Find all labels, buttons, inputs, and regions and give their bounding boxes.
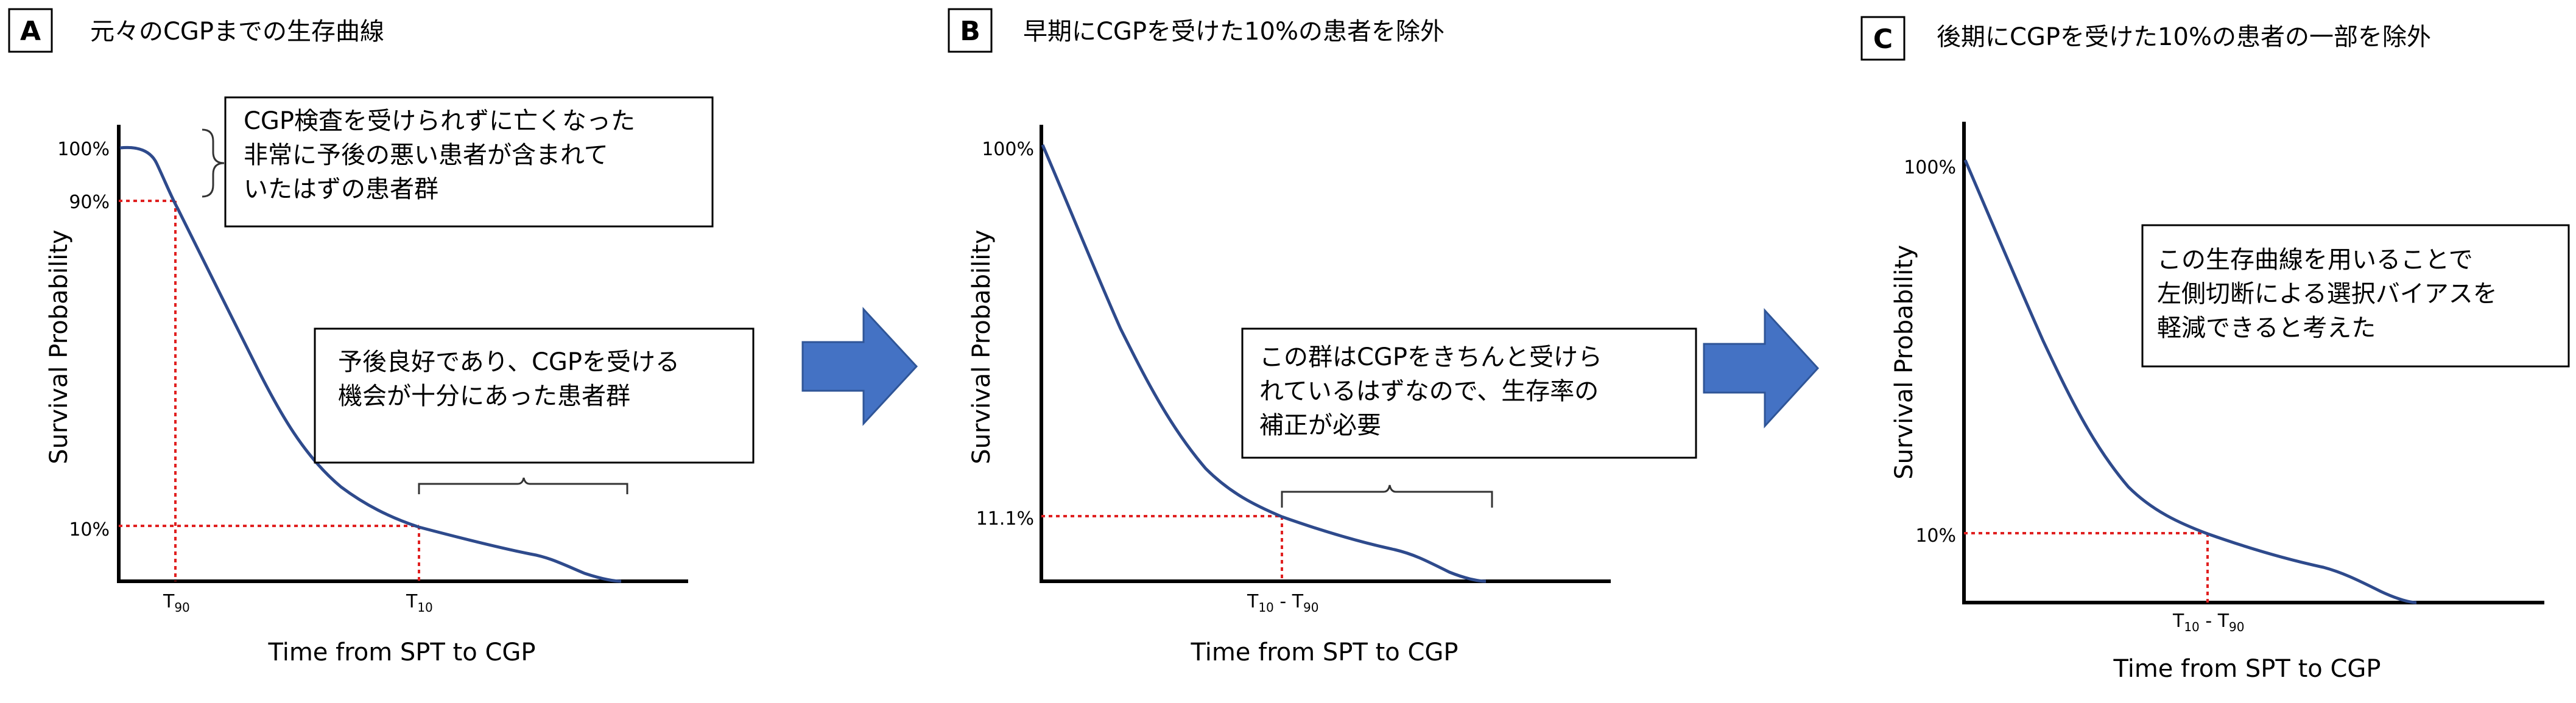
panel-b-callout-line-3: 補正が必要 bbox=[1259, 411, 1381, 439]
panel-b: B 早期にCGPを受けた10%の患者を除外 100% 11.1% T10 - T… bbox=[948, 8, 1697, 666]
panel-b-survival-curve bbox=[1041, 144, 1487, 583]
panel-a-letter: A bbox=[20, 16, 41, 47]
panel-a-callout-1 bbox=[224, 96, 714, 228]
panel-b-x-tick: T10 - T90 bbox=[1247, 591, 1318, 615]
panel-c-title: 後期にCGPを受けた10%の患者の一部を除外 bbox=[1937, 23, 2431, 51]
panel-a-callout-1-line-1: CGP検査を受けられずに亡くなった bbox=[244, 107, 635, 135]
panel-c-y-tick-100: 100% bbox=[1904, 157, 1956, 178]
panel-b-brace bbox=[1281, 484, 1493, 508]
panel-c-letter: C bbox=[1873, 24, 1893, 55]
panel-b-callout-line-1: この群はCGPをきちんと受けら bbox=[1259, 343, 1602, 371]
panel-c-callout-line-2: 左側切断による選択バイアスを bbox=[2157, 280, 2497, 308]
panel-c-callout-line-3: 軽減できると考えた bbox=[2157, 314, 2376, 342]
panel-a-callout-1-line-2: 非常に予後の悪い患者が含まれて bbox=[244, 141, 608, 169]
panel-c-survival-curve bbox=[1963, 159, 2417, 604]
panel-b-callout bbox=[1241, 327, 1697, 459]
panel-b-letter-box bbox=[948, 8, 993, 53]
panel-a-x-tick-t10: T10 bbox=[406, 591, 433, 615]
panel-a-callout-1-line-3: いたはずの患者群 bbox=[244, 175, 438, 203]
panel-c-callout bbox=[2141, 224, 2570, 368]
panel-a-callout-2-line-2: 機会が十分にあった患者群 bbox=[338, 382, 630, 410]
panel-a-x-tick-t90: T90 bbox=[163, 591, 190, 615]
panel-a-letter-box bbox=[8, 8, 53, 53]
panel-a-callout-2 bbox=[314, 327, 755, 464]
panel-b-x-axis-label: Time from SPT to CGP bbox=[1191, 638, 1459, 666]
panel-b-y-tick-100: 100% bbox=[982, 139, 1034, 160]
panel-c-y-tick-10: 10% bbox=[1915, 525, 1956, 547]
panel-arrow-1 bbox=[801, 307, 918, 426]
panel-a: A 元々のCGPまでの生存曲線 100% 90% 10% T90 T10 Sur… bbox=[8, 8, 755, 666]
panel-c-x-axis-label: Time from SPT to CGP bbox=[2113, 655, 2381, 683]
panel-c-callout-line-1: この生存曲線を用いることで bbox=[2157, 246, 2473, 274]
panel-c-y-axis-label: Survival Probability bbox=[1890, 245, 1918, 479]
panel-b-callout-line-2: れているはずなので、生存率の bbox=[1259, 377, 1599, 405]
panel-a-y-tick-100: 100% bbox=[57, 139, 110, 160]
panel-a-brace-top bbox=[202, 128, 225, 198]
panel-b-y-tick-11: 11.1% bbox=[976, 508, 1034, 530]
panel-a-brace-bottom bbox=[418, 477, 628, 494]
panel-c: C 後期にCGPを受けた10%の患者の一部を除外 100% 10% T10 - … bbox=[1860, 16, 2570, 683]
panel-a-x-axis-label: Time from SPT to CGP bbox=[268, 638, 536, 666]
panel-c-x-tick: T10 - T90 bbox=[2172, 610, 2244, 634]
panel-a-y-tick-90: 90% bbox=[69, 192, 110, 213]
panel-c-letter-box bbox=[1860, 16, 1906, 61]
panel-b-letter: B bbox=[960, 16, 980, 47]
panel-arrow-2 bbox=[1703, 308, 1820, 428]
panel-b-y-axis-label: Survival Probability bbox=[968, 229, 996, 464]
panel-a-y-axis-label: Survival Probability bbox=[45, 229, 73, 464]
panel-a-callout-2-line-1: 予後良好であり、CGPを受ける bbox=[338, 348, 680, 376]
panel-a-survival-curve bbox=[119, 145, 622, 583]
panel-a-y-tick-10: 10% bbox=[69, 519, 110, 540]
panel-a-title: 元々のCGPまでの生存曲線 bbox=[90, 18, 384, 46]
panel-b-title: 早期にCGPを受けた10%の患者を除外 bbox=[1023, 18, 1445, 46]
